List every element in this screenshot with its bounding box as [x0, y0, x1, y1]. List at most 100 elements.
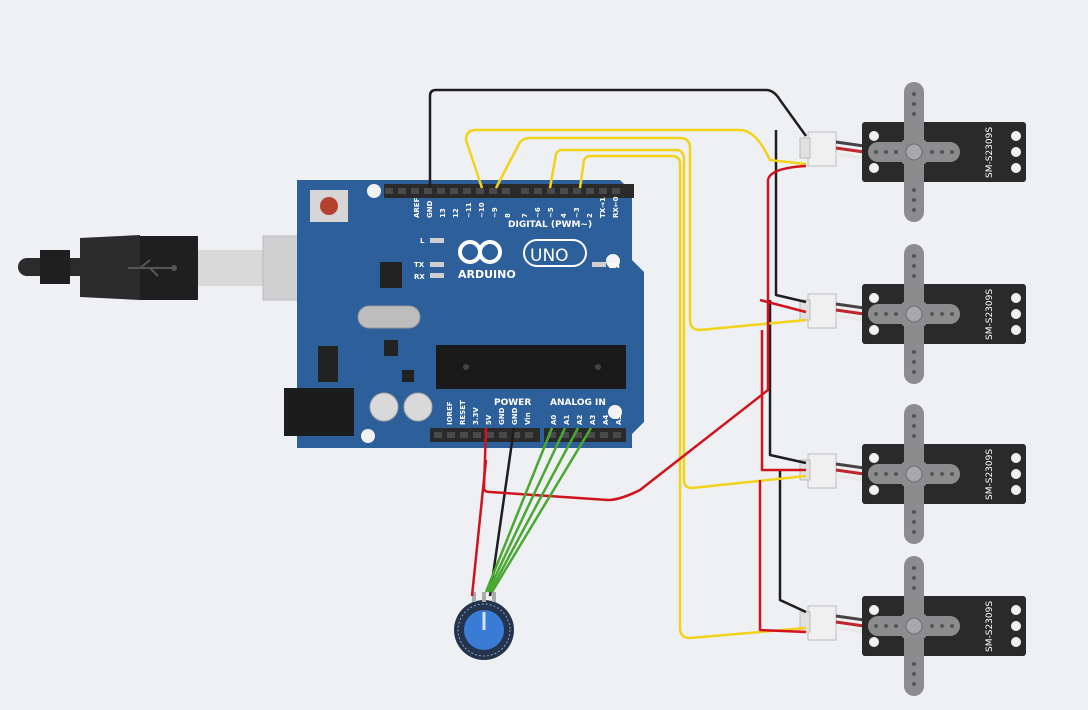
wires[interactable]: [428, 88, 808, 640]
digital-pin-label: 13: [439, 208, 447, 218]
power-pin[interactable]: [460, 432, 468, 438]
digital-pin[interactable]: [547, 188, 555, 194]
servo-connector[interactable]: [807, 131, 837, 167]
digital-pin[interactable]: [463, 188, 471, 194]
digital-pin-label: ~3: [573, 207, 581, 218]
analog-pin[interactable]: [561, 432, 569, 438]
digital-pin-label: 8: [504, 213, 512, 218]
digital-pin[interactable]: [502, 188, 510, 194]
power-pin[interactable]: [512, 432, 520, 438]
servo-motor[interactable]: SM-S2309S: [799, 82, 1026, 222]
wire-a0-green: [484, 427, 554, 593]
servo-connector[interactable]: [807, 453, 837, 489]
digital-pin[interactable]: [437, 188, 445, 194]
wire-gnd-black-2: [774, 130, 807, 304]
digital-pin[interactable]: [411, 188, 419, 194]
power-header-label: POWER: [494, 398, 531, 408]
power-pin-label: GND: [511, 407, 519, 425]
power-pin[interactable]: [473, 432, 481, 438]
led-rx-label: RX: [414, 273, 425, 281]
usb-symbol-icon: [128, 259, 177, 277]
analog-pin-label: A2: [576, 415, 584, 425]
digital-header-label: DIGITAL (PWM~): [508, 220, 592, 230]
digital-pin[interactable]: [398, 188, 406, 194]
analog-pin[interactable]: [600, 432, 608, 438]
power-pin[interactable]: [525, 432, 533, 438]
servo-horn[interactable]: [868, 244, 960, 384]
wire-a1-green: [486, 427, 567, 593]
wire-5v-red-3: [759, 298, 807, 314]
digital-pin[interactable]: [489, 188, 497, 194]
digital-pin-label: 7: [521, 213, 529, 218]
digital-pin-label: GND: [426, 200, 434, 218]
servo-horn[interactable]: [868, 82, 960, 222]
digital-pin[interactable]: [521, 188, 529, 194]
wire-5v-red: [482, 164, 807, 502]
led-tx-label: TX: [414, 261, 425, 269]
digital-pin-label: 4: [560, 213, 568, 218]
digital-pin[interactable]: [560, 188, 568, 194]
servo-motor[interactable]: SM-S2309S: [799, 556, 1026, 696]
servo-motor[interactable]: SM-S2309S: [799, 404, 1026, 544]
analog-pin-label: A4: [602, 415, 610, 425]
reset-button[interactable]: [320, 197, 338, 215]
power-pin[interactable]: [486, 432, 494, 438]
wire-5v-pot: [470, 459, 488, 597]
wire-signal-4: [578, 154, 807, 640]
digital-pin[interactable]: [385, 188, 393, 194]
power-pin-label: RESET: [459, 400, 467, 425]
power-pin-label: IOREF: [446, 401, 454, 425]
digital-pin[interactable]: [586, 188, 594, 194]
servo-model-label: SM-S2309S: [985, 289, 995, 340]
digital-pin[interactable]: [534, 188, 542, 194]
led-l-label: L: [420, 237, 425, 245]
wire-a2-green: [488, 427, 580, 593]
potentiometer-icon[interactable]: [454, 592, 514, 660]
servo-connector[interactable]: [807, 293, 837, 329]
servo-model-label: SM-S2309S: [985, 127, 995, 178]
analog-pin[interactable]: [587, 432, 595, 438]
digital-pin[interactable]: [612, 188, 620, 194]
wire-gnd-black-4: [778, 470, 807, 614]
digital-pin[interactable]: [450, 188, 458, 194]
wire-5v-red-2: [760, 330, 806, 472]
digital-pin[interactable]: [573, 188, 581, 194]
power-pin[interactable]: [499, 432, 507, 438]
power-pin-label: GND: [498, 407, 506, 425]
digital-pin[interactable]: [599, 188, 607, 194]
power-pin[interactable]: [434, 432, 442, 438]
wire-a3-green: [490, 427, 593, 593]
on-led-label: ON: [608, 262, 620, 270]
wire-gnd-black-3: [768, 300, 807, 465]
wire-gnd-pot: [488, 427, 516, 597]
servo-motor[interactable]: SM-S2309S: [799, 244, 1026, 384]
digital-pin[interactable]: [424, 188, 432, 194]
analog-pin[interactable]: [574, 432, 582, 438]
power-jack[interactable]: [284, 388, 354, 436]
analog-pin[interactable]: [613, 432, 621, 438]
digital-pin[interactable]: [476, 188, 484, 194]
digital-pin-label: 2: [586, 213, 594, 218]
brand-label: ARDUINO: [458, 268, 516, 281]
analog-pin[interactable]: [548, 432, 556, 438]
servo-horn[interactable]: [868, 556, 960, 696]
power-pin-label: Vin: [524, 412, 532, 425]
servo-model-label: SM-S2309S: [985, 449, 995, 500]
wire-signal-1: [464, 128, 807, 189]
wire-5v-red-4: [758, 480, 807, 634]
model-label: UNO: [530, 246, 569, 266]
digital-pin-label: ~5: [547, 207, 555, 218]
digital-pin-label: TX→1: [599, 197, 607, 218]
digital-pin-label: ~10: [478, 202, 486, 218]
analog-pin-label: A3: [589, 415, 597, 425]
digital-pin-label: 12: [452, 208, 460, 218]
analog-pin-label: A1: [563, 415, 571, 425]
servo-horn[interactable]: [868, 404, 960, 544]
analog-pin-label: A5: [615, 415, 623, 425]
arduino-board[interactable]: ARDUINO UNO L TX RX ON DIGITAL (PWM~) PO…: [284, 180, 644, 448]
wire-gnd-black: [428, 88, 808, 188]
power-pin[interactable]: [447, 432, 455, 438]
servo-connector[interactable]: [807, 605, 837, 641]
